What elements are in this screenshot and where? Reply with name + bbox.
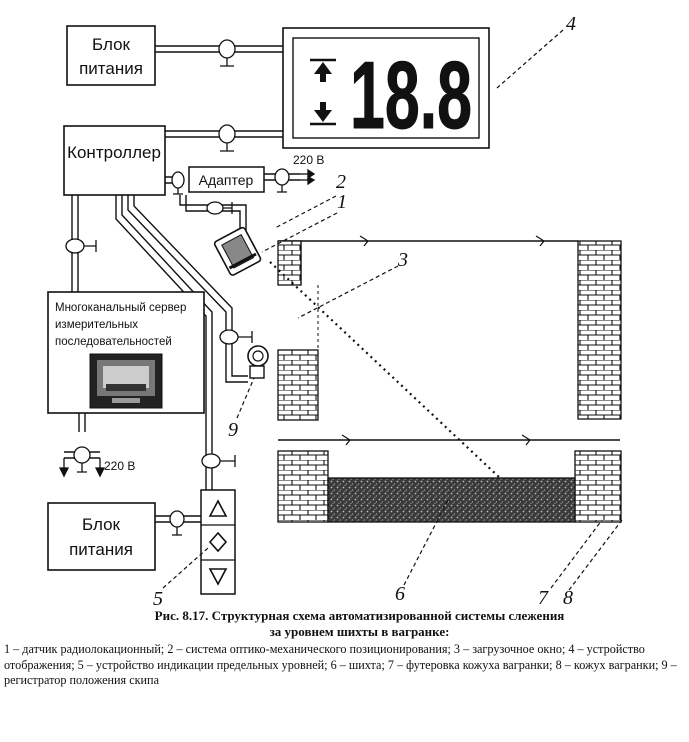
arrow-up-icon <box>310 58 336 82</box>
power-block-top: Блок питания <box>66 25 156 86</box>
measurement-server: Многоканальный сервер измерительных посл… <box>47 291 205 414</box>
automated-charge-level-tracking-diagram: Блок питания 18.8 Контроллер 220 В Адапт… <box>47 13 623 608</box>
ground-symbols <box>65 39 290 536</box>
ground-symbol <box>218 124 236 152</box>
leader-lines <box>162 29 623 591</box>
server-label-2: измерительных <box>55 319 138 331</box>
ref-number-8: 8 <box>563 587 573 608</box>
diamond-icon <box>208 531 228 553</box>
radar-beam <box>269 261 501 479</box>
lining-wall-upper-left <box>277 240 302 286</box>
reference-numbers: 4 2 1 3 9 5 6 7 8 <box>153 13 576 608</box>
arrow-down-icon <box>310 102 336 126</box>
ref-number-9: 9 <box>228 419 238 441</box>
lining-wall-lower-right <box>574 450 622 523</box>
triangle-up-icon <box>208 499 228 517</box>
power-block-bottom-label-1: Блок <box>82 515 121 534</box>
server-label-3: последовательностей <box>55 336 172 348</box>
ref-number-1: 1 <box>337 191 347 213</box>
ref-number-4: 4 <box>566 13 576 35</box>
ground-symbol <box>274 168 290 193</box>
ref-number-2: 2 <box>336 171 346 193</box>
adapter-label: Адаптер <box>199 172 254 188</box>
ground-symbol <box>219 329 253 345</box>
ground-symbol <box>171 171 185 195</box>
display-device: 18.8 <box>282 27 490 150</box>
power-block-bottom-label-2: питания <box>69 540 133 559</box>
mains-arrows <box>58 168 316 478</box>
controller: Контроллер <box>63 125 166 196</box>
monitor-icon <box>89 353 163 409</box>
skip-position-registrator <box>247 345 269 379</box>
radar-sensor <box>213 226 262 276</box>
ref-number-7: 7 <box>538 587 549 608</box>
ground-symbol <box>201 453 236 469</box>
adapter: Адаптер <box>188 166 265 193</box>
ground-symbol <box>206 201 233 215</box>
seven-segment-digits: 18.8 <box>350 42 472 149</box>
server-label-1: Многоканальный сервер <box>55 302 186 314</box>
ground-symbol <box>73 446 91 473</box>
power-block-top-label-2: питания <box>79 59 143 78</box>
triangle-down-icon <box>208 568 228 586</box>
ref-number-6: 6 <box>395 583 405 605</box>
limit-level-indicator <box>200 489 236 595</box>
cupola-furnace <box>269 235 622 523</box>
voltage-label-top: 220 В <box>293 153 324 167</box>
ref-number-5: 5 <box>153 588 163 608</box>
voltage-label-server: 220 В <box>104 459 135 473</box>
power-block-bottom: Блок питания <box>47 502 156 571</box>
ground-symbol <box>218 39 236 67</box>
power-block-top-label-1: Блок <box>92 35 131 54</box>
lining-wall-lower-left <box>277 450 329 523</box>
connection-lines <box>64 45 300 523</box>
ground-symbol <box>169 510 185 536</box>
lining-wall-upper-right <box>577 240 622 420</box>
lining-wall-upper-left-lower <box>277 349 319 421</box>
charge-layer <box>327 477 576 523</box>
controller-label: Контроллер <box>67 143 161 162</box>
caption-title-line-2: за уровнем шихты в вагранке: <box>269 624 450 639</box>
caption-legend: 1 – датчик радиолокационный; 2 – система… <box>4 642 677 687</box>
ground-symbol <box>65 238 97 254</box>
ref-number-3: 3 <box>397 249 408 271</box>
figure-caption: Рис. 8.17. Структурная схема автоматизир… <box>0 608 689 689</box>
caption-title-line-1: Рис. 8.17. Структурная схема автоматизир… <box>154 608 565 623</box>
